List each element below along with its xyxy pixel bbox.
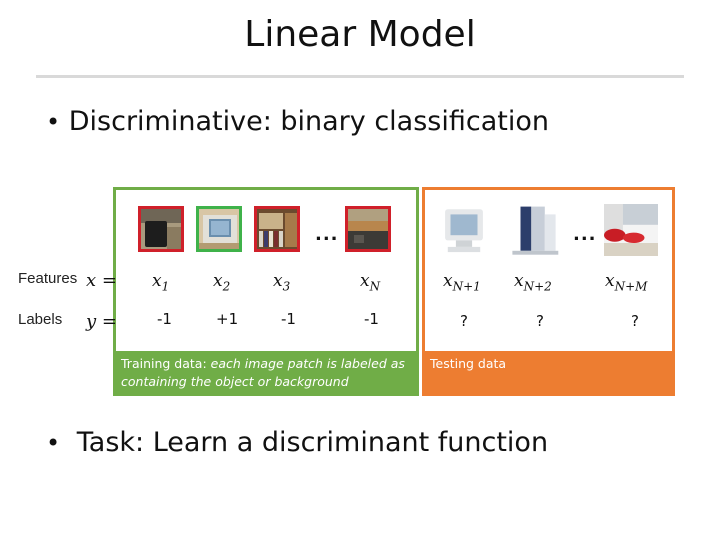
feature-base: x [152, 271, 162, 291]
title-divider [36, 75, 684, 78]
page-title: Linear Model [244, 14, 476, 55]
feature-base: x [360, 271, 370, 291]
feature-xN1: xN+1 [443, 271, 481, 293]
feature-subscript: N+M [614, 279, 648, 294]
desk-patch-icon [345, 206, 391, 252]
feature-xN: xN [360, 271, 380, 293]
feature-subscript: N+2 [523, 279, 552, 294]
feature-x3: x3 [273, 271, 290, 293]
bullet-task: • Task: Learn a discriminant function [46, 427, 548, 458]
feature-subscript: 3 [282, 279, 291, 294]
monitor-patch-icon [196, 206, 242, 252]
feature-subscript: N [369, 279, 381, 294]
label-test-M: ? [631, 312, 639, 330]
label-test-2: ? [536, 312, 544, 330]
feature-base: x [273, 271, 283, 291]
feature-subscript: N+1 [452, 279, 481, 294]
bullet-text: Discriminative: binary classification [68, 106, 549, 137]
label-1: -1 [157, 310, 172, 328]
phone-test-icon [604, 204, 658, 256]
bullet-text: Task: Learn a discriminant function [76, 427, 549, 458]
speaker-patch-icon [138, 206, 184, 252]
training-caption-label: Training data: [121, 356, 207, 371]
feature-x2: x2 [213, 271, 230, 293]
feature-subscript: 1 [161, 279, 170, 294]
feature-base: x [213, 271, 223, 291]
feature-x1: x1 [152, 271, 169, 293]
label-2: +1 [216, 310, 239, 328]
feature-base: x [514, 271, 524, 291]
bookshelf-patch-icon [254, 206, 300, 252]
label-N: -1 [364, 310, 379, 328]
bullet-marker: • [46, 429, 61, 457]
testing-ellipsis: ... [573, 224, 597, 245]
features-variable: x = [86, 270, 117, 291]
feature-xN2: xN+2 [514, 271, 552, 293]
bullet-discriminative: • Discriminative: binary classification [46, 106, 549, 137]
testing-caption: Testing data [430, 356, 507, 371]
label-3: -1 [281, 310, 296, 328]
features-row-label: Features [18, 270, 78, 287]
labels-variable: y = [86, 311, 117, 332]
feature-subscript: 2 [222, 279, 231, 294]
labels-row-label: Labels [18, 311, 63, 328]
tower-test-icon [507, 204, 561, 256]
label-test-1: ? [460, 312, 468, 330]
feature-base: x [443, 271, 453, 291]
training-caption-bar [113, 351, 419, 396]
training-caption: Training data: each image patch is label… [121, 355, 413, 391]
feature-base: x [605, 271, 615, 291]
bullet-marker: • [46, 108, 61, 136]
feature-xNM: xN+M [605, 271, 647, 293]
testing-caption-bar [422, 351, 675, 396]
monitor-test-icon [437, 204, 491, 256]
training-caption-text: each image patch is labeled as containin… [121, 356, 405, 389]
training-ellipsis: ... [315, 224, 339, 245]
